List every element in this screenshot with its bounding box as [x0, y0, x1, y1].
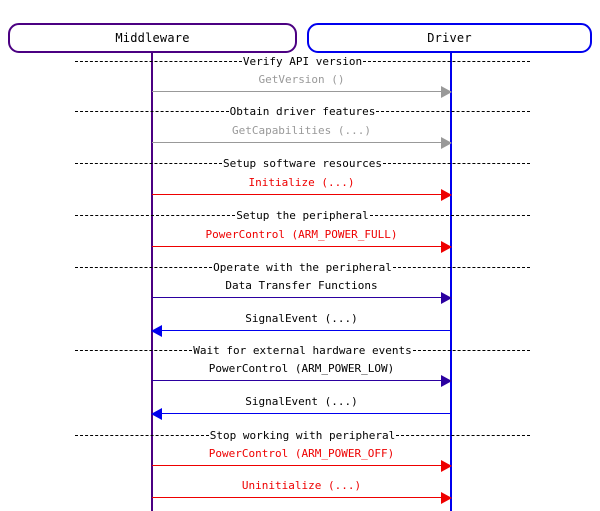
message-label: PowerControl (ARM_POWER_OFF)	[208, 447, 395, 460]
separator-rule-left	[75, 60, 242, 62]
message-arrow[interactable]: SignalEvent (...)	[151, 395, 451, 420]
separator-rule-left	[75, 162, 223, 164]
separator-note: Setup software resources	[75, 156, 531, 170]
message-label: Data Transfer Functions	[225, 279, 378, 292]
message-arrow[interactable]: Data Transfer Functions	[152, 279, 452, 304]
message-arrow[interactable]: Initialize (...)	[152, 176, 452, 201]
separator-note: Verify API version	[75, 54, 530, 68]
arrowhead-right-icon	[441, 189, 452, 201]
lifeline-driver	[450, 52, 452, 511]
message-line	[152, 194, 451, 195]
separator-note: Setup the peripheral	[75, 208, 531, 222]
separator-label: Setup software resources	[222, 156, 383, 170]
message-label: GetCapabilities (...)	[231, 124, 372, 137]
separator-rule-left	[75, 266, 213, 268]
message-arrow[interactable]: PowerControl (ARM_POWER_FULL)	[152, 228, 452, 253]
separator-note: Operate with the peripheral	[75, 260, 530, 274]
separator-rule-right	[376, 110, 531, 112]
message-arrow[interactable]: SignalEvent (...)	[151, 312, 451, 337]
message-label: SignalEvent (...)	[245, 312, 358, 325]
arrowhead-left-icon	[151, 408, 162, 420]
message-label: PowerControl (ARM_POWER_FULL)	[205, 228, 398, 241]
message-label: GetVersion ()	[258, 73, 345, 86]
actor-box-driver[interactable]: Driver	[307, 23, 592, 53]
separator-rule-right	[369, 214, 531, 216]
separator-note: Wait for external hardware events	[75, 343, 531, 357]
arrowhead-right-icon	[441, 375, 452, 387]
message-line	[152, 297, 451, 298]
separator-label: Stop working with peripheral	[208, 428, 397, 442]
message-line	[152, 497, 451, 498]
separator-rule-left	[75, 214, 236, 216]
arrowhead-right-icon	[441, 492, 452, 504]
separator-rule-right	[363, 60, 530, 62]
message-arrow[interactable]: GetVersion ()	[152, 73, 452, 98]
separator-note: Stop working with peripheral	[75, 428, 530, 442]
separator-rule-right	[396, 434, 530, 436]
message-arrow[interactable]: GetCapabilities (...)	[152, 124, 452, 149]
message-line	[152, 380, 451, 381]
message-label: Uninitialize (...)	[241, 479, 362, 492]
separator-note: Obtain driver features	[75, 104, 531, 118]
separator-rule-right	[392, 266, 530, 268]
separator-label: Obtain driver features	[228, 104, 377, 118]
separator-rule-left	[75, 434, 209, 436]
message-arrow[interactable]: PowerControl (ARM_POWER_OFF)	[152, 447, 452, 472]
message-line	[152, 330, 451, 331]
separator-label: Setup the peripheral	[235, 208, 370, 222]
actor-box-middleware[interactable]: Middleware	[8, 23, 297, 53]
message-line	[152, 246, 451, 247]
arrowhead-right-icon	[441, 86, 452, 98]
message-arrow[interactable]: Uninitialize (...)	[152, 479, 452, 504]
message-line	[152, 413, 451, 414]
separator-rule-right	[412, 349, 531, 351]
separator-label: Wait for external hardware events	[192, 343, 413, 357]
actor-label-middleware: Middleware	[115, 31, 190, 45]
separator-rule-left	[75, 110, 229, 112]
actor-label-driver: Driver	[427, 31, 472, 45]
arrowhead-right-icon	[441, 241, 452, 253]
separator-label: Verify API version	[241, 54, 364, 68]
message-label: PowerControl (ARM_POWER_LOW)	[208, 362, 395, 375]
message-line	[152, 465, 451, 466]
message-label: Initialize (...)	[248, 176, 355, 189]
message-arrow[interactable]: PowerControl (ARM_POWER_LOW)	[152, 362, 452, 387]
lifeline-middleware	[151, 52, 153, 511]
arrowhead-left-icon	[151, 325, 162, 337]
arrowhead-right-icon	[441, 137, 452, 149]
message-line	[152, 142, 451, 143]
message-line	[152, 91, 451, 92]
separator-rule-right	[382, 162, 531, 164]
arrowhead-right-icon	[441, 292, 452, 304]
separator-rule-left	[75, 349, 193, 351]
arrowhead-right-icon	[441, 460, 452, 472]
message-label: SignalEvent (...)	[245, 395, 358, 408]
separator-label: Operate with the peripheral	[212, 260, 393, 274]
